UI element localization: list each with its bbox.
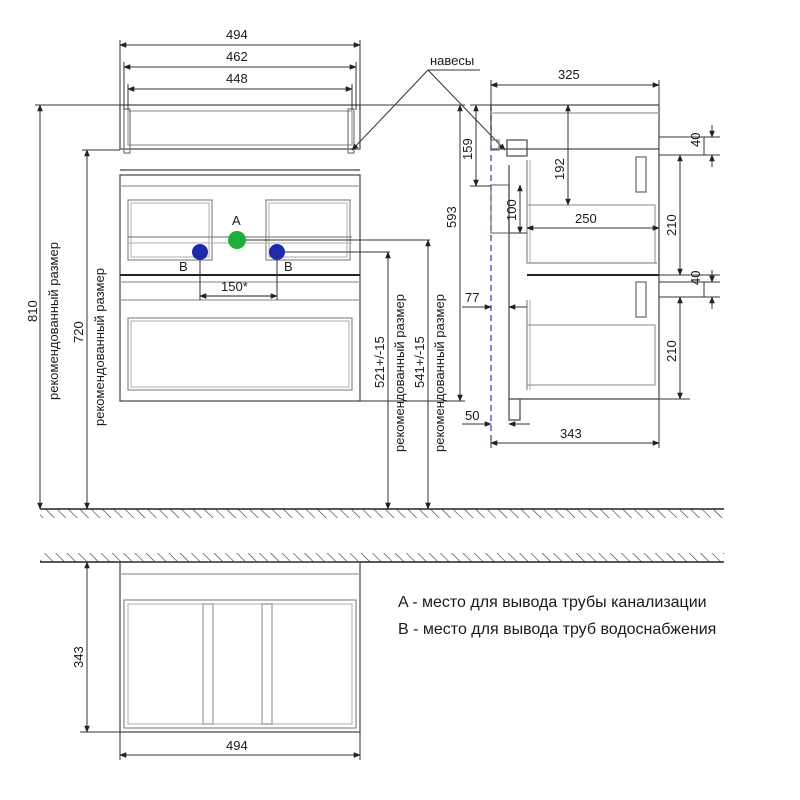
dim-40-mid-label: 40: [688, 271, 703, 285]
dim-521-label: 521+/-15: [372, 336, 387, 388]
hinges-label: навесы: [430, 53, 474, 68]
width-448-label: 448: [226, 71, 248, 86]
dim-210-top-label: 210: [664, 214, 679, 236]
wall-line-plan: [40, 553, 724, 563]
dim-77-label: 77: [465, 290, 479, 305]
recommended-size-label-810: рекомендованный размер: [46, 242, 61, 400]
plan-view-cabinet: [119, 561, 361, 733]
legend-point-a: A - место для вывода трубы канализации: [398, 594, 707, 611]
floor-line: [40, 508, 724, 518]
recommended-size-label-720: рекомендованный размер: [92, 268, 107, 426]
front-width-dimensions: [119, 40, 361, 110]
depth-325-label: 325: [558, 67, 580, 82]
side-dimensions: [462, 80, 720, 448]
recommended-size-label-541: рекомендованный размер: [432, 294, 447, 452]
dim-159-label: 159: [460, 138, 475, 160]
plan-dimensions: [80, 561, 361, 760]
dim-192-label: 192: [552, 158, 567, 180]
plan-width-494-label: 494: [226, 738, 248, 753]
width-494-label: 494: [226, 27, 248, 42]
point-a-marker: [228, 231, 246, 249]
height-810-label: 810: [25, 300, 40, 322]
height-720-label: 720: [71, 321, 86, 343]
width-462-label: 462: [226, 49, 248, 64]
front-view-cabinet: [119, 104, 361, 402]
front-height-dimensions: [35, 104, 465, 510]
point-b-left-marker: [192, 244, 208, 260]
legend-point-b: B - место для вывода труб водоснабжения: [398, 621, 717, 638]
dim-541-label: 541+/-15: [412, 336, 427, 388]
side-view-cabinet: [490, 104, 660, 440]
hinges-callout: [351, 69, 506, 151]
height-593-label: 593: [444, 206, 459, 228]
depth-343-label: 343: [560, 426, 582, 441]
recommended-size-label-521: рекомендованный размер: [392, 294, 407, 452]
dim-40-top-label: 40: [688, 133, 703, 147]
spacing-150-label: 150*: [221, 279, 248, 294]
point-b-left-label: B: [179, 259, 188, 274]
point-b-right-marker: [269, 244, 285, 260]
dim-50-label: 50: [465, 408, 479, 423]
pipe-points: A B B 150*: [179, 213, 430, 300]
point-a-label: A: [232, 213, 241, 228]
dim-250-label: 250: [575, 211, 597, 226]
dim-100-label: 100: [504, 199, 519, 221]
plan-depth-343-label: 343: [71, 646, 86, 668]
dim-210-bottom-label: 210: [664, 340, 679, 362]
point-b-right-label: B: [284, 259, 293, 274]
